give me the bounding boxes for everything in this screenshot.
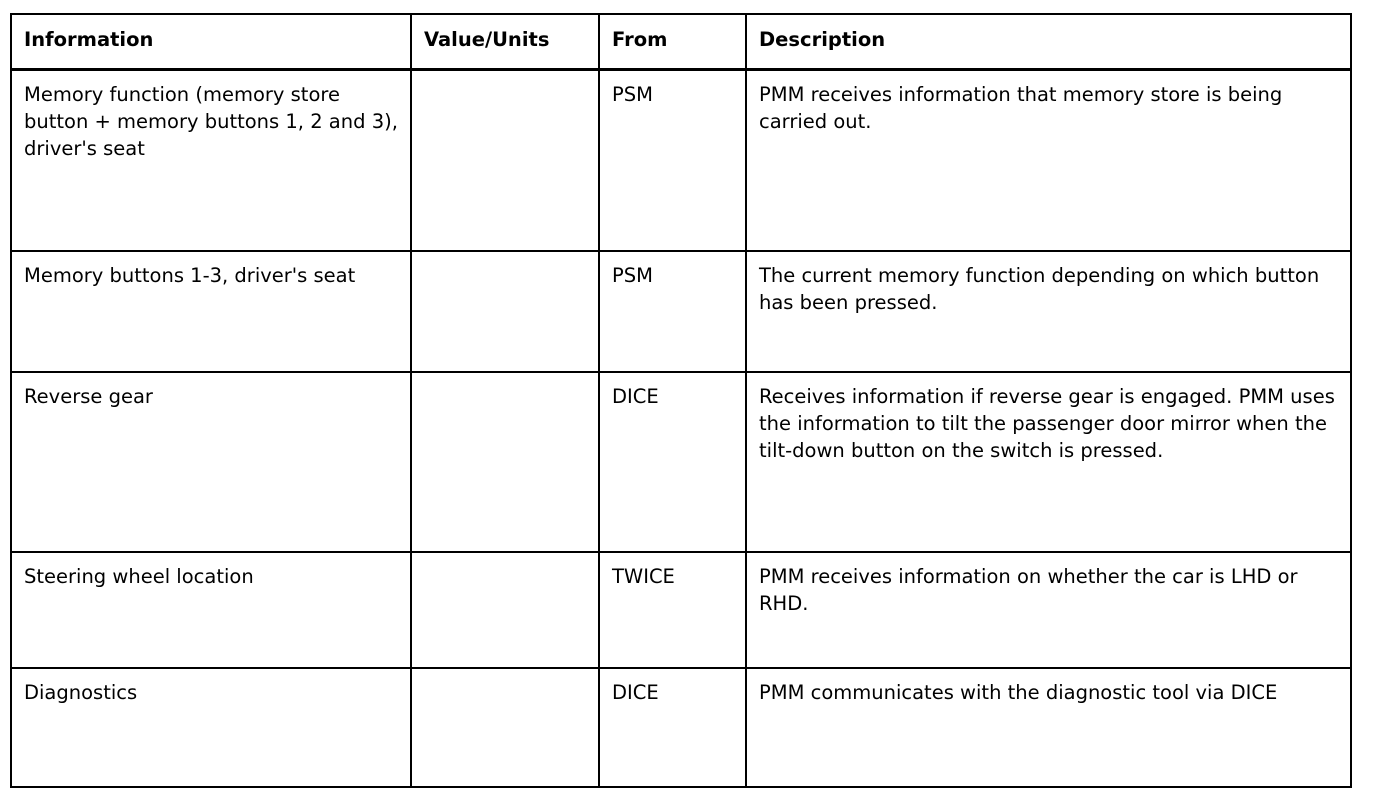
cell-value-units — [410, 667, 600, 788]
cell-information-text: Memory buttons 1-3, driver's seat — [24, 264, 356, 287]
cell-from: PSM — [598, 250, 747, 373]
cell-from: TWICE — [598, 551, 747, 669]
cell-description-text: PMM receives information that memory sto… — [759, 83, 1283, 133]
table-row: Reverse gear DICE Receives information i… — [10, 371, 1352, 553]
cell-from-text: DICE — [612, 385, 659, 408]
column-header-from-label: From — [612, 28, 668, 51]
table-row: Memory buttons 1-3, driver's seat PSM Th… — [10, 250, 1352, 373]
table-row: Diagnostics DICE PMM communicates with t… — [10, 667, 1352, 788]
column-header-information-label: Information — [24, 28, 154, 51]
cell-information-text: Reverse gear — [24, 385, 153, 408]
column-header-from: From — [598, 13, 747, 71]
column-header-value-units-label: Value/Units — [424, 28, 550, 51]
cell-information: Diagnostics — [10, 667, 412, 788]
table-header-row: Information Value/Units From Description — [10, 13, 1352, 71]
table-row: Memory function (memory store button + m… — [10, 68, 1352, 252]
cell-value-units — [410, 68, 600, 252]
table-header: Information Value/Units From Description — [10, 13, 1352, 71]
cell-from-text: PSM — [612, 83, 653, 106]
cell-information-text: Memory function (memory store button + m… — [24, 83, 398, 160]
cell-description-text: Receives information if reverse gear is … — [759, 385, 1335, 462]
cell-information-text: Diagnostics — [24, 681, 138, 704]
column-header-information: Information — [10, 13, 412, 71]
cell-value-units — [410, 551, 600, 669]
cell-from: PSM — [598, 68, 747, 252]
cell-information-text: Steering wheel location — [24, 565, 254, 588]
cell-from: DICE — [598, 371, 747, 553]
cell-description: Receives information if reverse gear is … — [745, 371, 1352, 553]
table-row: Steering wheel location TWICE PMM receiv… — [10, 551, 1352, 669]
cell-description: PMM communicates with the diagnostic too… — [745, 667, 1352, 788]
cell-description-text: PMM receives information on whether the … — [759, 565, 1298, 615]
cell-information: Memory buttons 1-3, driver's seat — [10, 250, 412, 373]
column-header-description-label: Description — [759, 28, 886, 51]
cell-information: Memory function (memory store button + m… — [10, 68, 412, 252]
cell-description-text: The current memory function depending on… — [759, 264, 1320, 314]
cell-description-text: PMM communicates with the diagnostic too… — [759, 681, 1278, 704]
cell-information: Reverse gear — [10, 371, 412, 553]
cell-information: Steering wheel location — [10, 551, 412, 669]
cell-from: DICE — [598, 667, 747, 788]
signal-information-table: Information Value/Units From Description… — [10, 13, 1352, 788]
cell-value-units — [410, 371, 600, 553]
cell-description: The current memory function depending on… — [745, 250, 1352, 373]
column-header-value-units: Value/Units — [410, 13, 600, 71]
column-header-description: Description — [745, 13, 1352, 71]
cell-from-text: PSM — [612, 264, 653, 287]
cell-value-units — [410, 250, 600, 373]
table-body: Memory function (memory store button + m… — [10, 68, 1352, 788]
cell-description: PMM receives information on whether the … — [745, 551, 1352, 669]
cell-from-text: TWICE — [612, 565, 675, 588]
cell-description: PMM receives information that memory sto… — [745, 68, 1352, 252]
cell-from-text: DICE — [612, 681, 659, 704]
